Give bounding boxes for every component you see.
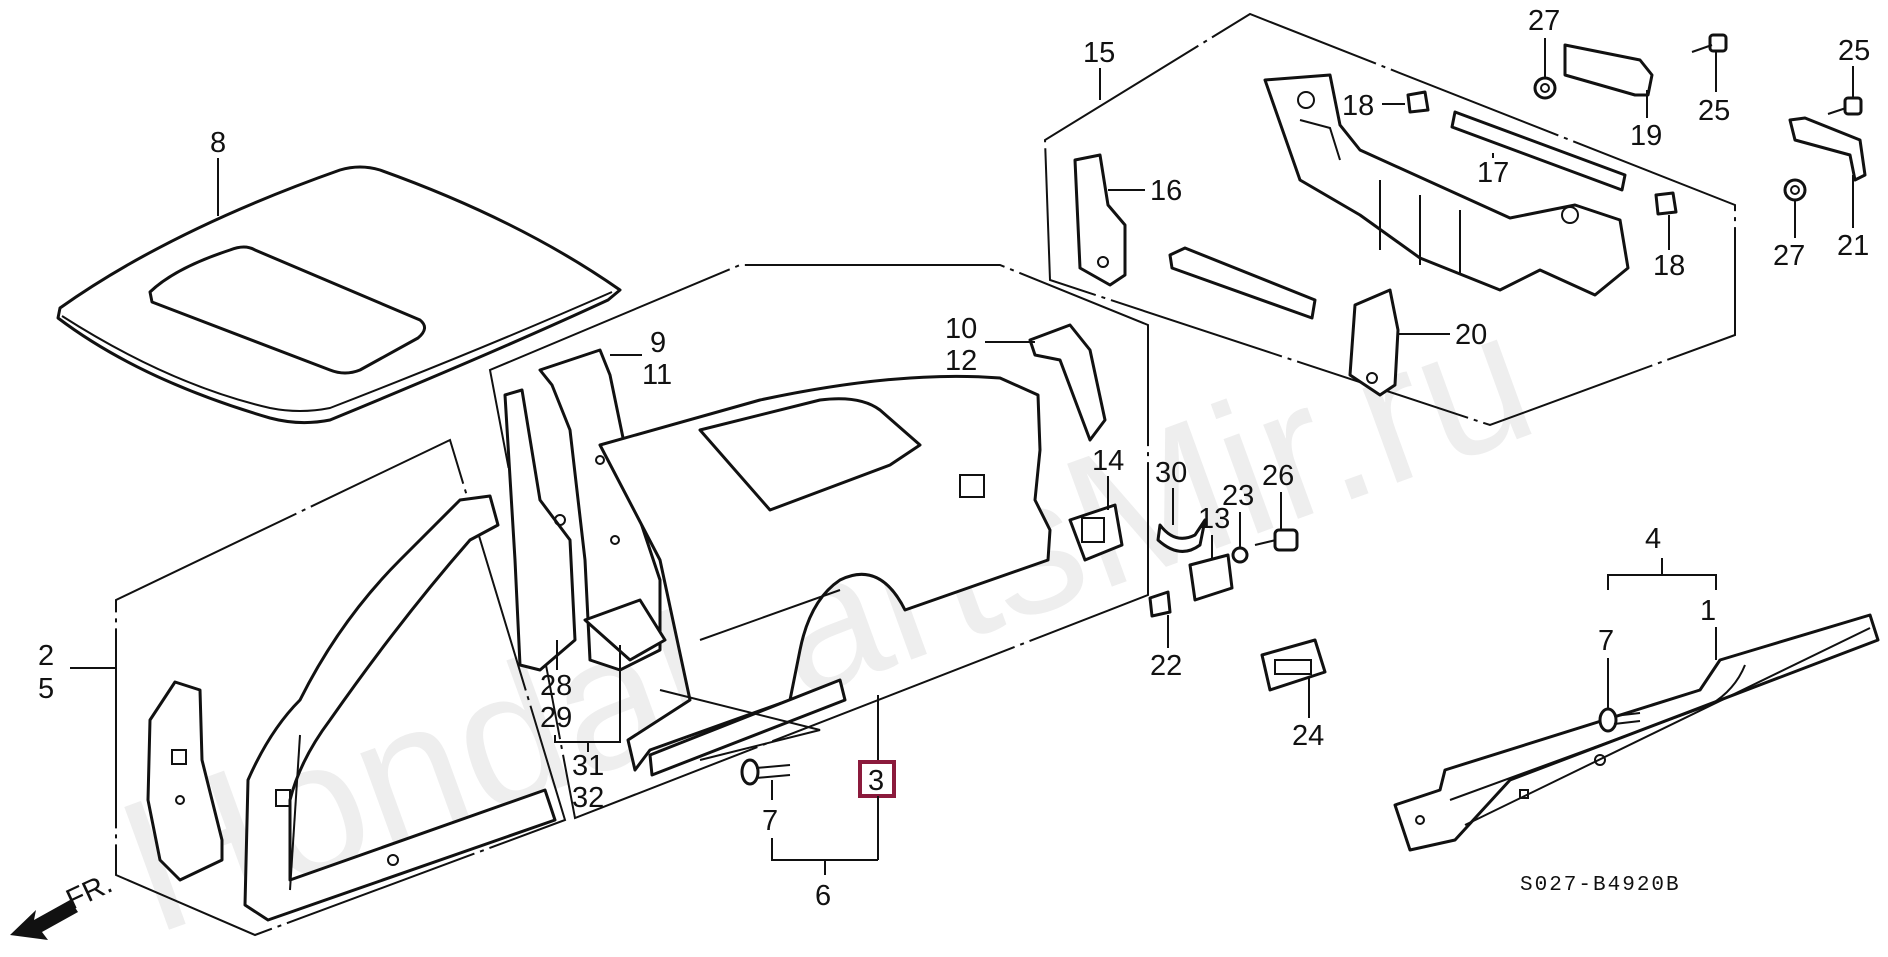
part-10-12[interactable] [1028, 323, 1107, 442]
callout-25-upper: 25 [1698, 52, 1730, 127]
svg-text:13: 13 [1198, 503, 1230, 535]
svg-text:9: 9 [650, 327, 666, 359]
callout-4-1-7: 4 1 7 [1598, 523, 1717, 708]
callout-3-6-7: 3 7 6 [659, 689, 896, 912]
svg-text:15: 15 [1083, 37, 1115, 69]
svg-text:24: 24 [1292, 720, 1324, 752]
callout-18-upper: 18 [1342, 90, 1405, 122]
rear-panel-main[interactable] [1263, 73, 1630, 297]
front-pillar-outer-panel[interactable] [243, 494, 557, 922]
svg-text:30: 30 [1155, 457, 1187, 489]
svg-text:3: 3 [868, 765, 884, 797]
svg-text:27: 27 [1528, 5, 1560, 37]
part-25-bolt-upper[interactable] [1691, 33, 1728, 53]
svg-text:31: 31 [572, 750, 604, 782]
svg-text:18: 18 [1342, 90, 1374, 122]
callout-25-right: 25 [1838, 35, 1870, 98]
callout-9-11: 9 11 [610, 327, 672, 391]
side-sill-panel[interactable] [1393, 613, 1880, 852]
part-13[interactable] [1188, 553, 1234, 602]
part-16[interactable] [1073, 153, 1127, 287]
b-pillar-inner-parts[interactable] [503, 348, 667, 672]
callout-30: 30 [1155, 457, 1187, 525]
svg-text:19: 19 [1630, 120, 1662, 152]
svg-text:2: 2 [38, 640, 54, 672]
part-23-nut[interactable] [1231, 546, 1249, 564]
svg-text:6: 6 [815, 880, 831, 912]
callout-2-5: 2 5 [38, 640, 116, 705]
svg-text:7: 7 [762, 805, 778, 837]
callout-17: 17 [1477, 153, 1509, 189]
callout-22: 22 [1150, 615, 1182, 682]
callout-8: 8 [210, 127, 226, 216]
roof-panel[interactable] [56, 165, 622, 425]
callout-26: 26 [1262, 460, 1294, 530]
svg-text:18: 18 [1653, 250, 1685, 282]
part-24[interactable] [1260, 638, 1327, 692]
part-14[interactable] [1068, 503, 1124, 562]
svg-text:12: 12 [945, 345, 977, 377]
clip-7-right[interactable] [1598, 707, 1641, 733]
svg-text:25: 25 [1698, 95, 1730, 127]
svg-text:28: 28 [540, 670, 572, 702]
callout-27-upper: 27 [1528, 5, 1560, 78]
part-26-bolt[interactable] [1254, 528, 1299, 552]
part-25-bolt-right[interactable] [1827, 96, 1863, 116]
part-20[interactable] [1348, 288, 1400, 397]
svg-text:14: 14 [1092, 445, 1124, 477]
part-21-bracket[interactable] [1788, 116, 1867, 182]
svg-text:21: 21 [1837, 230, 1869, 262]
callout-19: 19 [1630, 90, 1662, 152]
callout-16: 16 [1108, 175, 1182, 207]
svg-text:11: 11 [642, 359, 672, 391]
front-direction-arrow-icon: FR. [10, 868, 117, 940]
part-rear-crossmember[interactable] [1168, 246, 1317, 320]
callout-23: 23 [1222, 480, 1254, 548]
svg-text:27: 27 [1773, 240, 1805, 272]
part-30[interactable] [1156, 518, 1207, 553]
part-18-clip-upper[interactable] [1406, 90, 1430, 114]
front-pillar-inner-panel[interactable] [146, 680, 224, 882]
callout-10-12: 10 12 [945, 313, 1035, 377]
svg-text:5: 5 [38, 673, 54, 705]
diagram-code: S027-B4920B [1520, 874, 1681, 897]
svg-text:20: 20 [1455, 319, 1487, 351]
svg-text:4: 4 [1645, 523, 1661, 555]
svg-text:22: 22 [1150, 650, 1182, 682]
part-18-clip-lower[interactable] [1654, 191, 1678, 216]
callout-21: 21 [1837, 175, 1869, 262]
callout-14: 14 [1092, 445, 1124, 510]
svg-text:29: 29 [540, 702, 572, 734]
callout-28-29-31-32: 28 29 31 32 [540, 640, 621, 814]
svg-text:23: 23 [1222, 480, 1254, 512]
part-27-nut-lower[interactable] [1783, 178, 1807, 202]
svg-text:26: 26 [1262, 460, 1294, 492]
svg-text:32: 32 [572, 782, 604, 814]
part-17-strip[interactable] [1450, 110, 1627, 192]
callout-20: 20 [1398, 319, 1487, 351]
svg-text:7: 7 [1598, 625, 1614, 657]
svg-text:17: 17 [1477, 157, 1509, 189]
front-pillar-group-outline [115, 438, 567, 937]
rear-outer-panel-group-outline [488, 264, 1149, 820]
callout-15: 15 [1083, 37, 1115, 100]
part-22-clip[interactable] [1148, 590, 1172, 618]
callout-13: 13 [1198, 503, 1230, 558]
clip-7-left[interactable] [740, 758, 791, 786]
svg-text:10: 10 [945, 313, 977, 345]
svg-text:8: 8 [210, 127, 226, 159]
svg-text:1: 1 [1700, 595, 1716, 627]
rear-panel-group-outline [1043, 12, 1736, 427]
part-27-nut-upper[interactable] [1533, 76, 1557, 100]
part-19-bracket[interactable] [1563, 43, 1654, 97]
callout-27-lower: 27 [1773, 200, 1805, 272]
svg-text:16: 16 [1150, 175, 1182, 207]
callout-24: 24 [1292, 678, 1324, 752]
callout-18-lower: 18 [1653, 215, 1685, 282]
svg-text:25: 25 [1838, 35, 1870, 67]
rear-outer-panel[interactable] [598, 374, 1052, 777]
